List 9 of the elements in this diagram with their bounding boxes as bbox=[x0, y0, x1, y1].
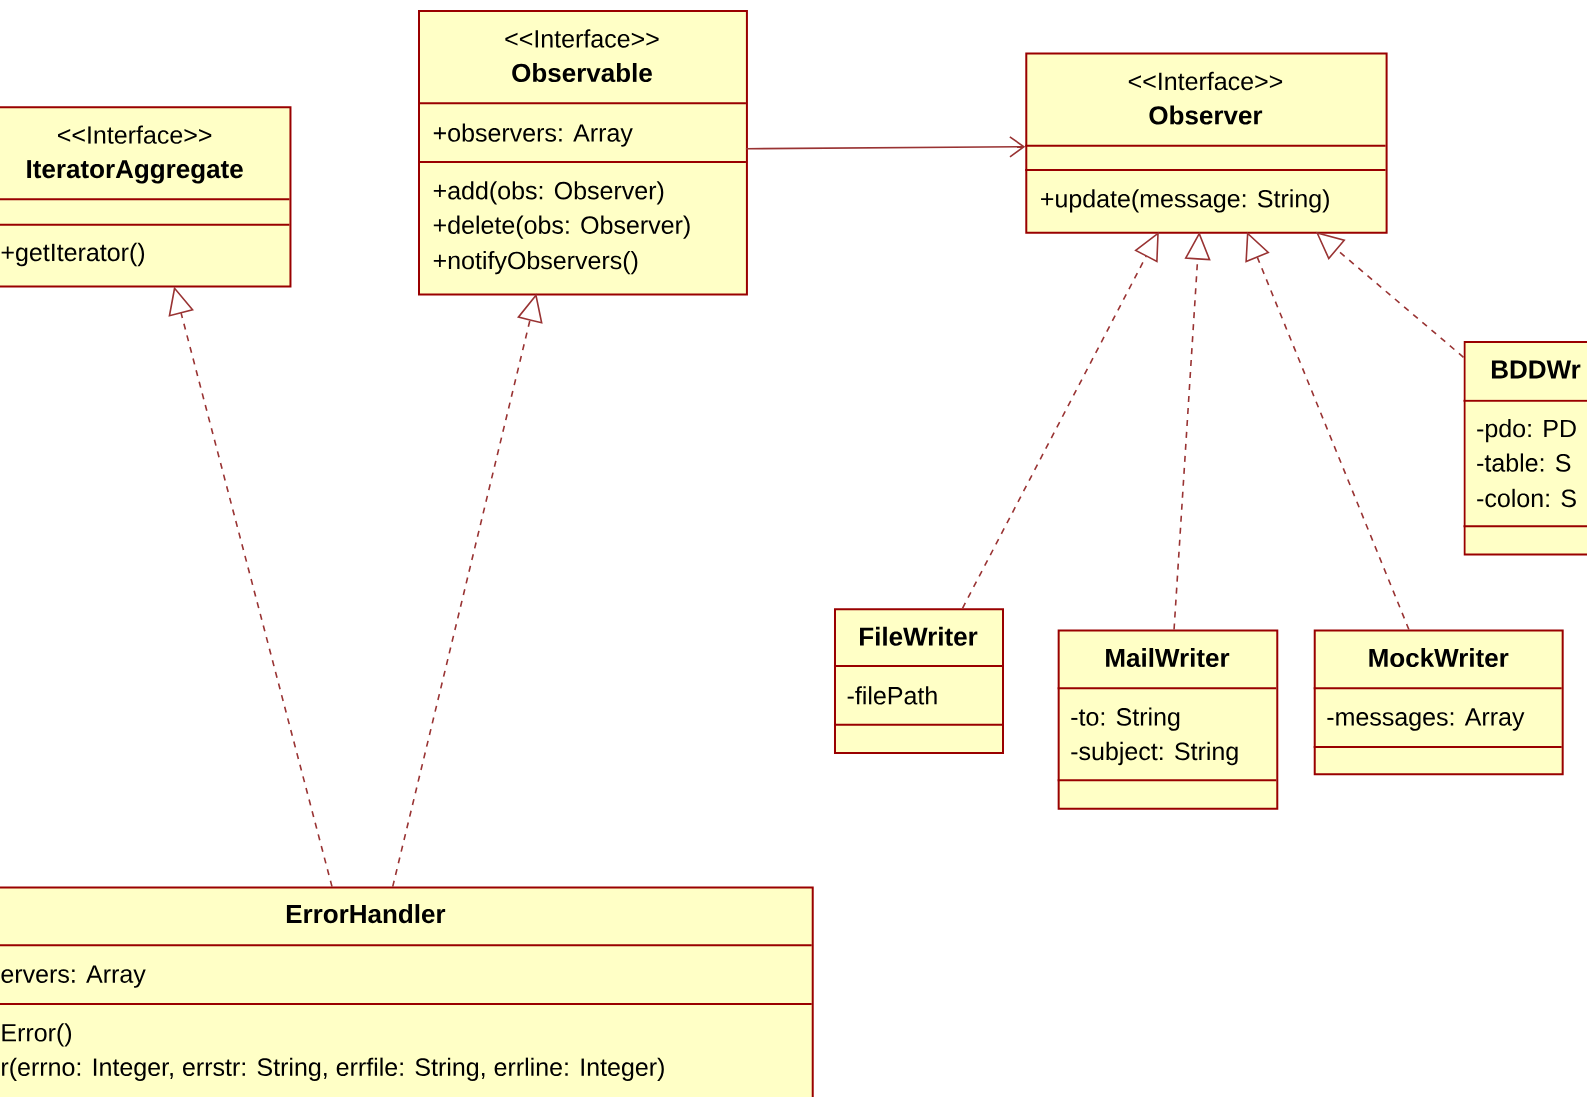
class-box: <<Interface>> Observer +update(message: String) bbox=[1024, 52, 1388, 234]
class-box: ErrorHandler ervers: Array Error() r(errno: Integer, errstr: String, errfile: String, errline: Integer) bbox=[0, 886, 814, 1097]
class-box: MockWriter -messages: Array bbox=[1312, 629, 1564, 776]
class-box: <<Interface>> IteratorAggregate +getIterator() bbox=[0, 106, 292, 288]
class-box: BDDWr -pdo: PD -table: S -colon: S bbox=[1462, 341, 1587, 556]
class-box: <<Interface>> Observable +observers: Array +add(obs: Observer) +delete(obs: Observer) +notifyObservers() bbox=[417, 10, 748, 296]
class-box: FileWriter -filePath bbox=[833, 608, 1004, 754]
association-arrow bbox=[745, 136, 1026, 158]
class-box: MailWriter -to: String -subject: String bbox=[1056, 629, 1279, 810]
